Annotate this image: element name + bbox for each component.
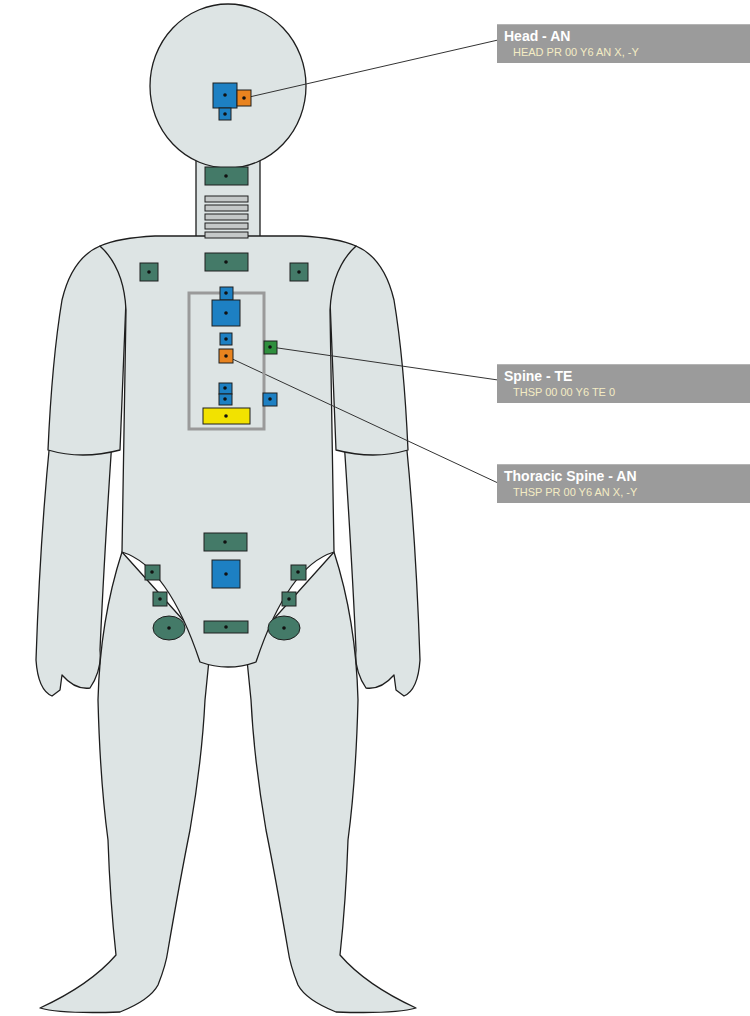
- sensor-dot: [287, 597, 291, 601]
- pelvis-load-cell: [204, 533, 247, 551]
- sensor-dot: [223, 112, 227, 116]
- torso: [100, 236, 356, 667]
- right-upper-arm: [330, 246, 408, 455]
- sensor-dot: [224, 625, 228, 629]
- sensor-dot: [268, 397, 272, 401]
- callout-title: Thoracic Spine - AN: [504, 468, 742, 485]
- thoracic-angular-sensor: [219, 349, 233, 363]
- chest-sensor-small: [220, 287, 233, 300]
- sensor-dot: [224, 291, 228, 295]
- channel-code: HEAD PR 00 Y6 AN X, -Y: [513, 45, 742, 59]
- sensor-dot: [150, 570, 154, 574]
- left-upper-arm: [48, 246, 126, 455]
- femur-sensor: [153, 616, 185, 640]
- callout-box: Thoracic Spine - ANTHSP PR 00 Y6 AN X, -…: [497, 464, 750, 503]
- chest-sensor-small: [220, 333, 232, 345]
- hip-sensor: [291, 565, 306, 580]
- lumbar-sensor: [203, 408, 250, 424]
- neck-segment: [205, 232, 248, 238]
- sensor-dot: [223, 540, 227, 544]
- callout-title: Spine - TE: [504, 368, 742, 385]
- channel-code: THSP 00 00 Y6 TE 0: [513, 385, 742, 399]
- sensor-frame: [189, 293, 264, 429]
- sensor-dot: [296, 570, 300, 574]
- neck-segment: [205, 223, 248, 229]
- shoulder-sensor: [290, 263, 308, 281]
- sensor-dot: [224, 260, 228, 264]
- sensor-dot: [223, 93, 227, 97]
- sensor-dot: [268, 345, 272, 349]
- callout-box: Head - ANHEAD PR 00 Y6 AN X, -Y: [497, 24, 750, 63]
- sensor-dot: [224, 337, 228, 341]
- sensor-dot: [224, 572, 228, 576]
- sensor-dot: [223, 386, 227, 390]
- channel-code: THSP PR 00 Y6 AN X, -Y: [513, 485, 742, 499]
- chest-sensor: [212, 300, 240, 326]
- femur-sensor: [268, 616, 300, 640]
- sensor-dot: [158, 597, 162, 601]
- callout-box: Spine - TETHSP 00 00 Y6 TE 0: [497, 364, 750, 403]
- hip-sensor: [282, 592, 296, 606]
- hip-sensor: [153, 592, 167, 606]
- neck-segment: [205, 214, 248, 220]
- right-forearm: [344, 440, 420, 696]
- hip-sensor: [145, 565, 160, 580]
- sensor-dot: [297, 270, 301, 274]
- sensor-dots: [147, 93, 301, 630]
- sensor-dot: [223, 397, 227, 401]
- sensor-dot: [242, 96, 246, 100]
- neck-segment: [205, 205, 248, 211]
- pubic-sensor: [204, 621, 248, 633]
- spine-sensor-side: [263, 393, 277, 406]
- head-sensor-small: [219, 108, 231, 120]
- neck-load-cell: [205, 167, 248, 185]
- spine-sensor-small: [219, 394, 232, 405]
- callout-title: Head - AN: [504, 28, 742, 45]
- head-sensor: [213, 83, 237, 108]
- head-angular-sensor: [237, 90, 251, 106]
- sensor-dot: [167, 626, 171, 630]
- sensor-dot: [147, 270, 151, 274]
- sensor-dot: [282, 626, 286, 630]
- head: [150, 4, 306, 168]
- leader-line: [271, 347, 498, 380]
- sensor-dot: [224, 311, 228, 315]
- neck-segment: [205, 196, 248, 202]
- leader-line: [226, 356, 498, 483]
- left-forearm: [36, 440, 112, 696]
- neck-load-cell: [205, 253, 248, 271]
- leader-line: [245, 40, 498, 98]
- sensor-dot: [224, 354, 228, 358]
- shoulder-sensor: [140, 263, 158, 281]
- spine-sensor-small: [219, 383, 232, 394]
- pelvis-sensor: [212, 560, 240, 588]
- spine-temperature-sensor: [264, 341, 277, 354]
- sensor-dot: [224, 414, 228, 418]
- sensor-dot: [224, 174, 228, 178]
